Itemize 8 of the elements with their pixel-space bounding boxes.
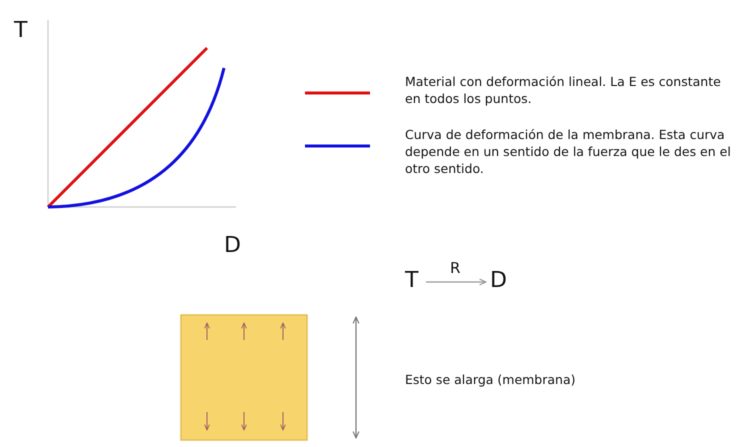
variable-label: T [405, 268, 418, 294]
variable-label: D [490, 268, 507, 294]
note-text: Esto se alarga (membrana) [405, 371, 576, 388]
arrow [426, 278, 487, 286]
legend-text: Material con deformación lineal. La E es constante en todos los puntos. [405, 73, 722, 107]
axis-label: D [224, 233, 241, 259]
legend-text: Curva de deformación de la membrana. Esta curva depende en un sentido de la fuerza que le des en el otro sentido. [405, 126, 732, 177]
axis-label: T [14, 18, 28, 44]
